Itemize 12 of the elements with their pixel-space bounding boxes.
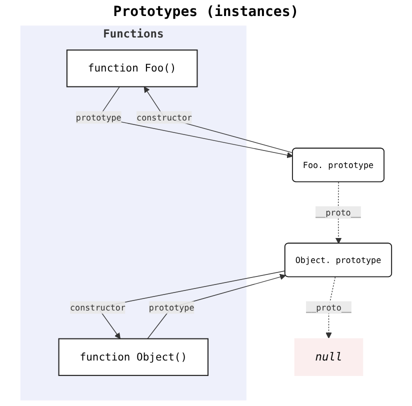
node-box: null [294, 338, 364, 376]
node-box: function Object() [58, 338, 209, 376]
arrow [335, 182, 342, 244]
edge-label: prototype [76, 112, 122, 122]
edge-label: __proto__ [306, 302, 352, 312]
arrow [147, 274, 286, 340]
edge-label: constructor [70, 302, 126, 312]
node-box: function Foo() [66, 50, 198, 88]
edge-label: constructor [136, 112, 192, 122]
edge-label: prototype [148, 302, 194, 312]
edge-label: __proto__ [316, 208, 361, 218]
column-heading: Prototypes (instances) [113, 4, 299, 20]
